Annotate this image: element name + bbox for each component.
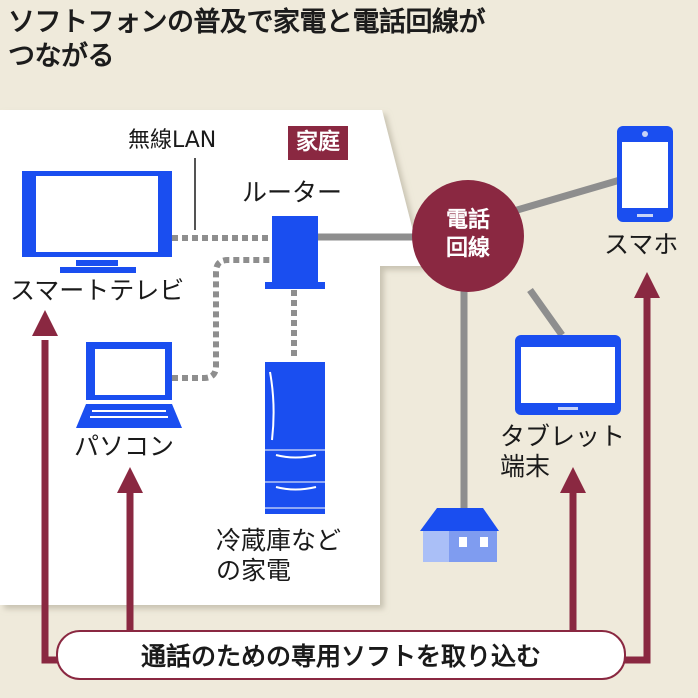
- wireless-lan-label: 無線LAN: [128, 128, 217, 153]
- arrowhead-tablet: [560, 467, 586, 493]
- phone-line-hub-label: 電話 回線: [440, 207, 496, 263]
- router-label: ルーター: [242, 178, 343, 207]
- house-icon: [420, 508, 499, 562]
- phone-line-hub: [412, 180, 524, 292]
- smart-tv-label: スマートテレビ: [10, 276, 185, 305]
- laptop-icon: [76, 342, 182, 428]
- diagram-title: ソフトフォンの普及で家電と電話回線が つながる: [8, 6, 486, 74]
- tablet-label: タブレット 端末: [500, 422, 625, 482]
- arrowhead-smartphone: [634, 272, 660, 298]
- arrow-heads: [32, 272, 660, 493]
- smartphone-icon: [617, 126, 673, 222]
- arrow-to-smartphone: [624, 290, 651, 664]
- router-icon: [265, 216, 325, 289]
- fridge-label: 冷蔵庫など の家電: [216, 526, 341, 586]
- wireless-lan-connections: [172, 235, 297, 381]
- smart-tv-icon: [22, 171, 172, 273]
- phone-line-hub-line-1: 電話: [445, 208, 490, 233]
- hub-to-tablet-line: [527, 287, 565, 338]
- arrowhead-pc: [117, 467, 143, 493]
- phone-line-connections: [318, 176, 621, 510]
- fridge-label-line-2: の家電: [216, 556, 292, 585]
- title-line-1: ソフトフォンの普及で家電と電話回線が: [8, 7, 486, 38]
- software-banner: 通話のための専用ソフトを取り込む: [56, 630, 626, 680]
- software-install-arrows: [41, 290, 651, 664]
- pc-label: パソコン: [74, 432, 175, 461]
- title-line-2: つながる: [8, 41, 115, 72]
- refrigerator-icon: [265, 362, 325, 514]
- tablet-label-line-2: 端末: [500, 452, 551, 481]
- arrowhead-smart-tv: [32, 310, 58, 336]
- smartphone-label: スマホ: [604, 230, 679, 259]
- phone-line-hub-line-2: 回線: [445, 236, 490, 261]
- tablet-label-line-1: タブレット: [500, 422, 626, 451]
- tablet-icon: [515, 335, 621, 415]
- fridge-label-line-1: 冷蔵庫など: [216, 526, 342, 555]
- arrow-to-smart-tv: [41, 340, 60, 664]
- home-badge: 家庭: [288, 126, 349, 160]
- hub-to-smartphone-line: [499, 176, 621, 219]
